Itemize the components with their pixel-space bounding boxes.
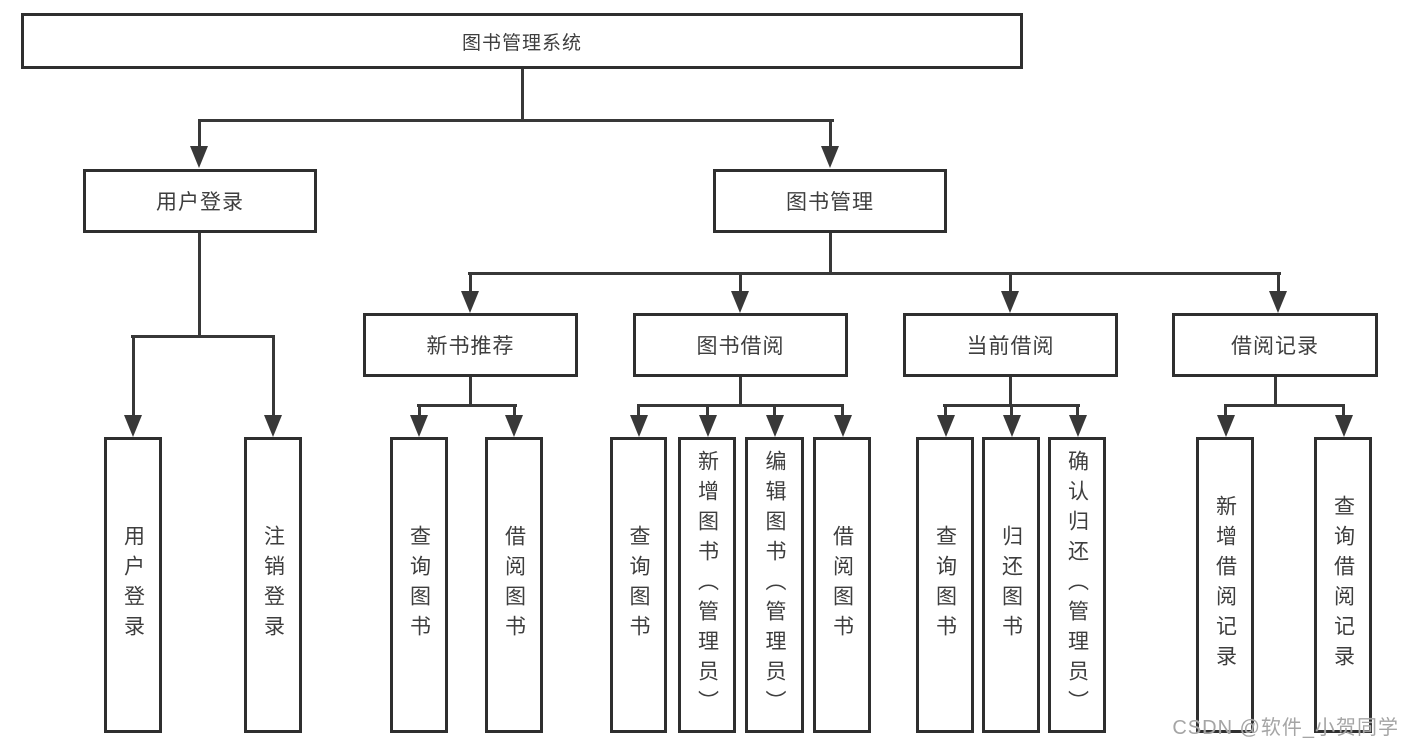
leaf-return-book: 归还图书 (982, 437, 1040, 733)
connector-arrowhead-icon (1217, 415, 1235, 437)
connector-line (829, 121, 832, 149)
connector-line (1224, 404, 1345, 407)
node-book-management: 图书管理 (713, 169, 947, 233)
leaf-edit-book-admin: 编辑图书（管理员） (745, 437, 804, 733)
connector-arrowhead-icon (937, 415, 955, 437)
leaf-query-borrow-record: 查询借阅记录 (1314, 437, 1372, 733)
connector-line (1224, 406, 1227, 417)
csdn-watermark: CSDN @软件_小贺同学 (1172, 717, 1399, 739)
connector-line (513, 406, 516, 417)
connector-line (943, 404, 1080, 407)
connector-line (198, 121, 201, 149)
connector-arrowhead-icon (190, 146, 208, 168)
leaf-label: 归还图书 (999, 525, 1023, 645)
leaf-query-books-recommend: 查询图书 (390, 437, 448, 733)
connector-arrowhead-icon (834, 415, 852, 437)
connector-line (1277, 274, 1280, 293)
connector-line (841, 406, 844, 417)
leaf-label: 编辑图书（管理员） (763, 450, 786, 720)
connector-line (706, 406, 709, 417)
leaf-label: 借阅图书 (830, 525, 854, 645)
leaf-label: 用户登录 (121, 525, 145, 645)
connector-line (198, 119, 834, 122)
node-user-login: 用户登录 (83, 169, 317, 233)
connector-line (739, 377, 742, 406)
leaf-query-books-borrow: 查询图书 (610, 437, 667, 733)
leaf-add-book-admin: 新增图书（管理员） (678, 437, 736, 733)
connector-line (272, 337, 275, 417)
connector-arrowhead-icon (1069, 415, 1087, 437)
connector-line (469, 274, 472, 293)
connector-arrowhead-icon (1335, 415, 1353, 437)
connector-line (1342, 406, 1345, 417)
connector-line (521, 69, 524, 121)
connector-arrowhead-icon (1003, 415, 1021, 437)
connector-line (637, 406, 640, 417)
leaf-label: 查询借阅记录 (1331, 495, 1355, 675)
connector-line (829, 233, 832, 274)
connector-line (944, 406, 947, 417)
connector-line (1274, 377, 1277, 406)
connector-line (198, 233, 201, 337)
connector-arrowhead-icon (821, 146, 839, 168)
leaf-label: 注销登录 (261, 525, 285, 645)
connector-line (418, 406, 421, 417)
connector-arrowhead-icon (505, 415, 523, 437)
leaf-label: 查询图书 (933, 525, 957, 645)
leaf-logout: 注销登录 (244, 437, 302, 733)
leaf-add-borrow-record: 新增借阅记录 (1196, 437, 1254, 733)
connector-line (1009, 377, 1012, 406)
leaf-borrow-books: 借阅图书 (813, 437, 871, 733)
connector-line (1076, 406, 1079, 417)
leaf-label: 新增图书（管理员） (695, 450, 719, 720)
connector-line (1010, 406, 1013, 417)
connector-arrowhead-icon (264, 415, 282, 437)
leaf-query-books-current: 查询图书 (916, 437, 974, 733)
connector-arrowhead-icon (461, 291, 479, 313)
leaf-borrow-books-recommend: 借阅图书 (485, 437, 543, 733)
connector-arrowhead-icon (630, 415, 648, 437)
leaf-label: 新增借阅记录 (1213, 495, 1237, 675)
node-new-book-recommend: 新书推荐 (363, 313, 578, 377)
connector-line (417, 404, 517, 407)
connector-arrowhead-icon (1269, 291, 1287, 313)
connector-line (637, 404, 844, 407)
leaf-label: 查询图书 (627, 525, 650, 645)
connector-line (131, 335, 275, 338)
leaf-label: 借阅图书 (502, 525, 526, 645)
connector-line (739, 274, 742, 293)
node-library-system: 图书管理系统 (21, 13, 1023, 69)
connector-arrowhead-icon (1001, 291, 1019, 313)
connector-arrowhead-icon (124, 415, 142, 437)
connector-line (132, 337, 135, 417)
leaf-label: 确认归还（管理员） (1065, 450, 1089, 720)
connector-line (1009, 274, 1012, 293)
connector-arrowhead-icon (766, 415, 784, 437)
connector-arrowhead-icon (410, 415, 428, 437)
connector-line (773, 406, 776, 417)
leaf-label: 查询图书 (407, 525, 431, 645)
connector-arrowhead-icon (699, 415, 717, 437)
connector-arrowhead-icon (731, 291, 749, 313)
connector-line (469, 377, 472, 406)
node-borrow-records: 借阅记录 (1172, 313, 1378, 377)
leaf-confirm-return-admin: 确认归还（管理员） (1048, 437, 1106, 733)
node-book-borrow: 图书借阅 (633, 313, 848, 377)
connector-line (468, 272, 1281, 275)
node-current-borrow: 当前借阅 (903, 313, 1118, 377)
leaf-user-login: 用户登录 (104, 437, 162, 733)
